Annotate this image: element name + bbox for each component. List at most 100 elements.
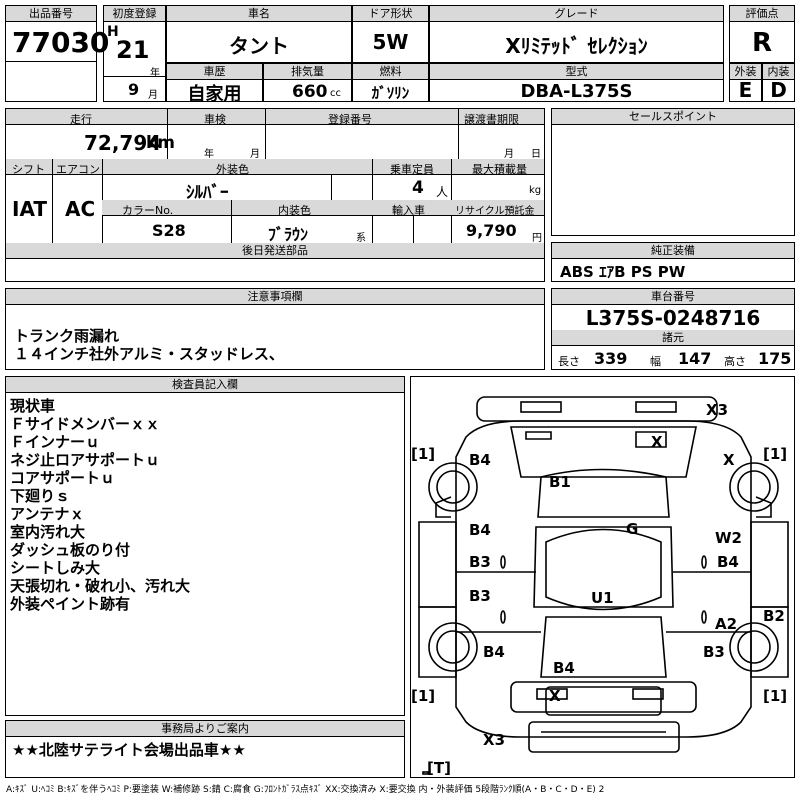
ext-grade-cell: 外装 E	[729, 63, 762, 102]
damage-mark: X3	[706, 401, 729, 419]
cautions-cell: 注意事項欄 トランク雨漏れ １４インチ社外アルミ・スタッドレス、	[5, 288, 545, 370]
chassis-header: 車台番号	[552, 289, 794, 305]
genuine-equip-cell: 純正装備 ABS ｴｱB PS PW	[551, 242, 795, 282]
inspector-note-line: コアサポートｕ	[10, 469, 116, 487]
displacement-header: 排気量	[264, 64, 351, 80]
model: DBA-L375S	[520, 81, 633, 102]
recycle-unit: 円	[532, 233, 542, 244]
damage-mark: G	[626, 520, 639, 538]
inspector-note-line: 外装ペイント跡有	[10, 595, 131, 613]
legend-footer: A:ｷｽﾞ U:ﾍｺﾐ B:ｷｽﾞを伴うﾍｺﾐ P:要塗装 W:補修跡 S:錆 …	[6, 785, 605, 795]
max-load-unit: kg	[529, 185, 542, 196]
door: 5W	[372, 30, 409, 54]
capacity-header: 乗車定員	[390, 163, 434, 176]
displacement-unit: cc	[330, 88, 341, 99]
fuel-cell: 燃料 ｶﾞｿﾘﾝ	[352, 63, 429, 102]
damage-mark: X	[723, 451, 735, 469]
genuine-equip-header: 純正装備	[552, 243, 794, 259]
mileage-header: 走行	[70, 113, 92, 126]
damage-mark: B4	[553, 659, 575, 677]
fuel-header: 燃料	[353, 64, 428, 80]
inspector-note-line: 天張切れ・破れ小、汚れ大	[10, 577, 191, 595]
color-no: S28	[152, 221, 186, 240]
shift-header: シフト	[12, 163, 45, 176]
grade-header: グレード	[430, 6, 723, 22]
year-unit: 年	[150, 68, 160, 79]
grade: Xﾘﾐﾃｯﾄﾞ ｾﾚｸｼｮﾝ	[505, 34, 648, 58]
transfer-month-unit: 月	[504, 149, 514, 160]
ext-color: ｼﾙﾊﾞｰ	[186, 183, 229, 203]
first-reg-header: 初度登録	[104, 6, 165, 22]
damage-mark: X3	[483, 731, 506, 749]
sales-point-cell: セールスポイント	[551, 108, 795, 236]
damage-mark: B2	[763, 607, 785, 625]
history: 自家用	[187, 84, 242, 105]
damage-mark: B3	[469, 553, 491, 571]
month: 9	[128, 80, 140, 99]
damage-mark: U1	[591, 589, 614, 607]
caution-line-1: トランク雨漏れ	[14, 327, 120, 345]
inspector-notes-header: 検査員記入欄	[6, 377, 404, 393]
dim-height-label: 高さ	[724, 355, 746, 368]
damage-mark: B3	[703, 643, 725, 661]
rating: R	[751, 28, 773, 58]
int-color-unit: 系	[356, 233, 366, 244]
int-color: ﾌﾞﾗｳﾝ	[268, 225, 309, 244]
dim-height: 175	[758, 349, 792, 368]
recycle-fee: 9,790	[466, 221, 517, 240]
transfer-deadline-header: 譲渡書期限	[464, 113, 519, 126]
inspector-note-line: Ｆインナーｕ	[10, 433, 101, 451]
ext-grade: E	[738, 78, 753, 102]
import-header: 輸入車	[392, 204, 425, 217]
car-name-cell: 車名 タント	[166, 5, 352, 63]
shift: IAT	[12, 197, 48, 221]
dim-length-label: 長さ	[558, 355, 580, 368]
int-header: 内装	[763, 64, 794, 80]
office-notes-header: 事務局よりご案内	[6, 721, 404, 737]
cautions-header: 注意事項欄	[6, 289, 544, 305]
recycle-header: リサイクル預託金	[455, 206, 535, 217]
car-outline	[418, 396, 789, 775]
inspector-note-line: 現状車	[10, 397, 56, 415]
month-unit: 月	[148, 90, 158, 101]
car-name-header: 車名	[167, 6, 351, 22]
damage-mark: X	[549, 687, 561, 705]
dim-width: 147	[678, 349, 712, 368]
damage-mark: [T]	[427, 759, 451, 777]
displacement: 660	[292, 82, 328, 102]
car-name: タント	[229, 34, 289, 58]
grade-cell: グレード Xﾘﾐﾃｯﾄﾞ ｾﾚｸｼｮﾝ	[429, 5, 724, 63]
rating-header: 評価点	[730, 6, 794, 22]
caution-line-2: １４インチ社外アルミ・スタッドレス、	[14, 345, 284, 363]
aircon-header: エアコン	[56, 163, 100, 176]
inspector-note-line: アンテナｘ	[10, 505, 85, 523]
damage-mark: [1]	[763, 445, 788, 463]
damage-mark: [1]	[763, 687, 788, 705]
chassis-cell: 車台番号 L375S-0248716 諸元 長さ 339 幅 147 高さ 17…	[551, 288, 795, 370]
displacement-cell: 排気量 660 cc	[263, 63, 352, 102]
lot-no-cell: 出品番号 77030	[5, 5, 109, 102]
dim-width-label: 幅	[650, 355, 661, 368]
dimensions-header: 諸元	[552, 330, 794, 346]
fuel: ｶﾞｿﾘﾝ	[371, 84, 410, 102]
lot-no: 77030	[12, 26, 110, 59]
office-note: ★★北陸サテライト会場出品車★★	[12, 741, 246, 759]
inspector-note-line: Ｆサイドメンバーｘｘ	[10, 415, 161, 433]
first-reg-cell: 初度登録 H 21 年 9 月	[103, 5, 166, 102]
damage-mark: B1	[549, 473, 571, 491]
aircon: AC	[65, 197, 96, 221]
ext-color-header: 外装色	[216, 163, 249, 176]
color-no-header: カラーNo.	[122, 204, 174, 217]
era: H	[107, 24, 119, 40]
max-load-header: 最大積載量	[472, 163, 527, 176]
office-notes-cell: 事務局よりご案内 ★★北陸サテライト会場出品車★★	[5, 720, 405, 778]
damage-mark: W2	[715, 529, 742, 547]
int-grade: D	[770, 78, 787, 102]
capacity-unit: 人	[436, 185, 449, 199]
damage-mark: A2	[715, 615, 738, 633]
genuine-equip: ABS ｴｱB PS PW	[560, 263, 686, 281]
inspector-note-line: 室内汚れ大	[10, 523, 86, 541]
damage-mark: B4	[717, 553, 739, 571]
inspection-header: 車検	[204, 113, 226, 126]
